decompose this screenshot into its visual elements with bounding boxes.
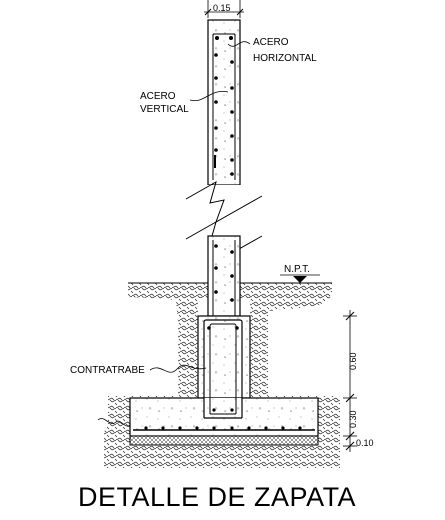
footing-body: [129, 397, 319, 437]
wall-upper: [207, 19, 241, 186]
acero-vertical-label-1: ACERO: [140, 91, 176, 102]
dimension-contratrabe-text: 0.60: [348, 352, 358, 370]
acero-horizontal-callout: ACERO HORIZONTAL: [227, 37, 317, 64]
acero-vertical-callout: ACERO VERTICAL: [140, 90, 229, 115]
dimension-wall-width-text: 0.15: [213, 3, 231, 13]
rebar-dots: [144, 36, 302, 430]
plantilla: [129, 435, 319, 446]
npt-label: N.P.T.: [284, 264, 310, 275]
contratrabe-body: [197, 315, 251, 419]
acero-horizontal-label-2: HORIZONTAL: [253, 53, 317, 64]
dimension-footing-text: 0.30: [348, 410, 358, 428]
drawing-title: DETALLE DE ZAPATA: [78, 482, 356, 512]
dimension-wall-width: 0.15: [204, 0, 244, 18]
dimension-vertical-chain: 0.60 0.30 0.10: [343, 310, 374, 452]
contratrabe-callout: CONTRATRABE: [70, 364, 207, 376]
break-line: [184, 155, 263, 264]
section-cut-squiggle: [97, 418, 131, 427]
wall-lower: [207, 235, 241, 317]
acero-horizontal-label-1: ACERO: [253, 37, 289, 48]
npt-level-marker: N.P.T.: [280, 264, 320, 283]
acero-vertical-label-2: VERTICAL: [140, 104, 189, 115]
dimension-plantilla-text: 0.10: [356, 438, 374, 448]
contratrabe-label: CONTRATRABE: [70, 365, 145, 376]
